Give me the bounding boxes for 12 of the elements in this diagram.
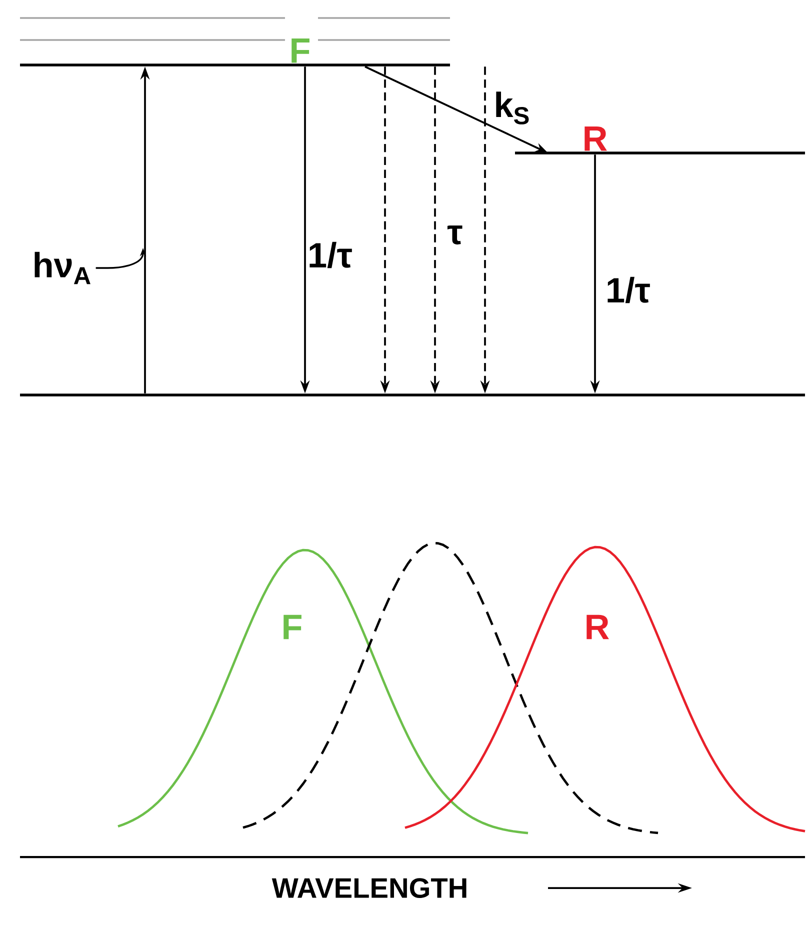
edge-label: 1/τ — [306, 240, 354, 270]
node-label: F — [292, 38, 310, 63]
edge-label: τ — [446, 224, 464, 246]
axis-label: WAVELENGTH — [272, 878, 466, 898]
edge-label: 1/τ — [604, 276, 652, 304]
curve-label: F — [284, 614, 302, 640]
curve-label: R — [586, 614, 609, 640]
node-label: R — [584, 126, 607, 151]
energy-level: R — [515, 126, 805, 154]
edge-label: k$_{S}$ — [492, 90, 532, 126]
energy-level: F — [20, 38, 450, 66]
edge-label: hν$_{A}$ — [34, 252, 90, 284]
